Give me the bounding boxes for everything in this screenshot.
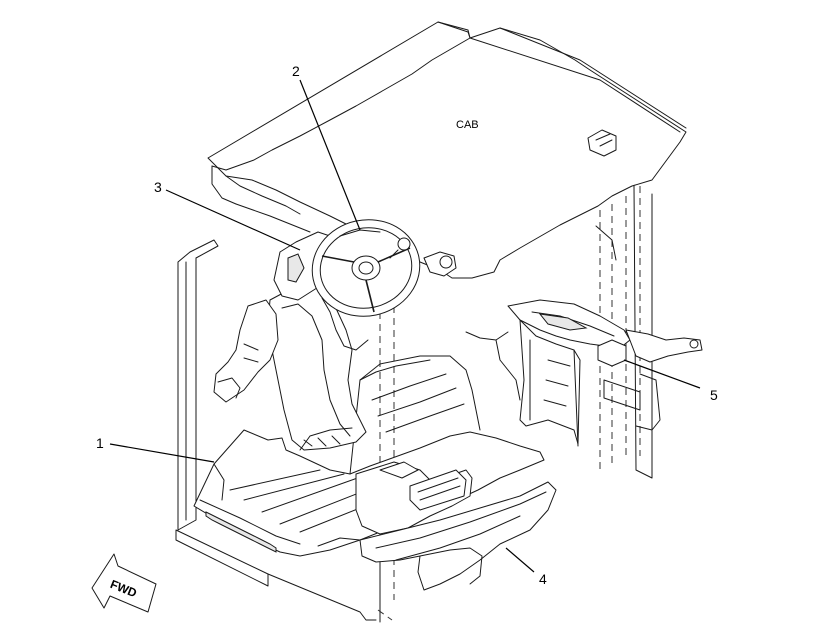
callout-2: 2	[292, 63, 300, 79]
cab-label: CAB	[456, 119, 479, 131]
front-lower-panel	[317, 461, 557, 591]
steering-wheel	[311, 219, 457, 317]
callout-5: 5	[710, 387, 718, 403]
callout-3: 3	[154, 179, 162, 195]
cab-roof-outline	[207, 21, 687, 279]
callout-labels: 1 2 3 4 5	[96, 63, 718, 587]
right-console	[465, 299, 703, 447]
steering-console	[213, 231, 369, 451]
callout-1: 1	[96, 435, 104, 451]
forward-arrow-icon: FWD	[91, 553, 157, 613]
callout-4: 4	[539, 571, 547, 587]
callout-leaders	[109, 79, 701, 573]
